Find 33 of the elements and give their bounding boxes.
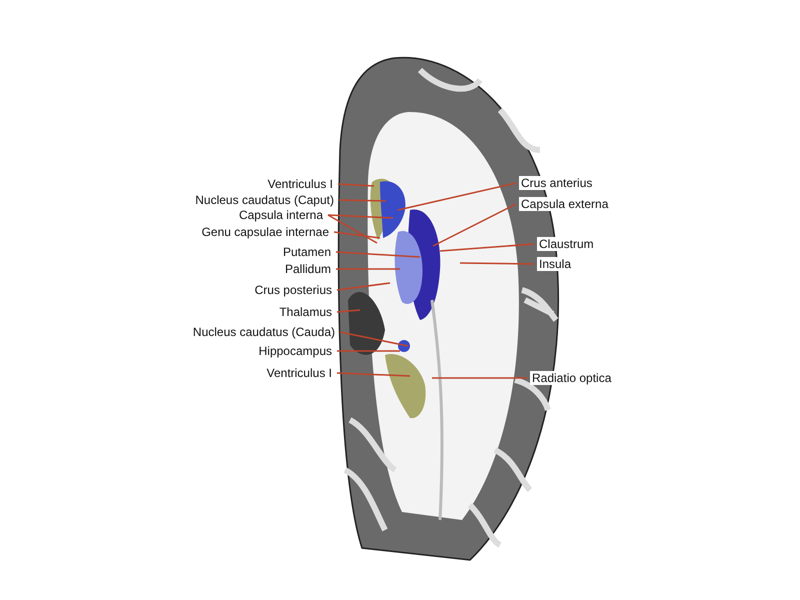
structure-label: Pallidum — [282, 262, 333, 276]
structure-label: Radiatio optica — [530, 371, 614, 385]
structure-label: Nucleus caudatus (Cauda) — [190, 325, 337, 339]
structure-label: Capsula externa — [519, 197, 610, 211]
structure-label: Putamen — [280, 245, 333, 259]
leader-line — [338, 199, 386, 202]
leader-line — [337, 350, 400, 352]
structure-label: Claustrum — [537, 237, 596, 251]
leader-line — [336, 372, 410, 377]
leader-line — [460, 262, 534, 265]
leader-line — [432, 203, 516, 247]
leader-line — [336, 309, 360, 313]
leader-line — [334, 231, 380, 239]
structure-label: Ventriculus I — [264, 366, 334, 380]
structure-label: Crus anterius — [519, 176, 594, 190]
structure-label: Thalamus — [277, 305, 334, 319]
structure-label: Insula — [537, 257, 574, 271]
leader-line — [338, 183, 374, 187]
structure-label: Genu capsulae internae — [200, 225, 331, 239]
leader-line — [432, 377, 527, 379]
structure-label: Hippocampus — [256, 344, 334, 358]
structure-label: Nucleus caudatus (Caput) — [193, 193, 336, 207]
leader-line — [340, 331, 408, 347]
leader-line — [328, 214, 394, 219]
leader-line — [336, 282, 390, 291]
structure-label: Capsula interna — [236, 208, 325, 222]
structure-label: Ventriculus I — [266, 177, 335, 191]
structure-label: Crus posterius — [252, 283, 334, 297]
leader-line — [336, 251, 420, 258]
leader-line — [328, 214, 378, 244]
leader-line — [398, 182, 516, 211]
leader-line — [440, 243, 534, 252]
leader-line — [336, 268, 400, 270]
